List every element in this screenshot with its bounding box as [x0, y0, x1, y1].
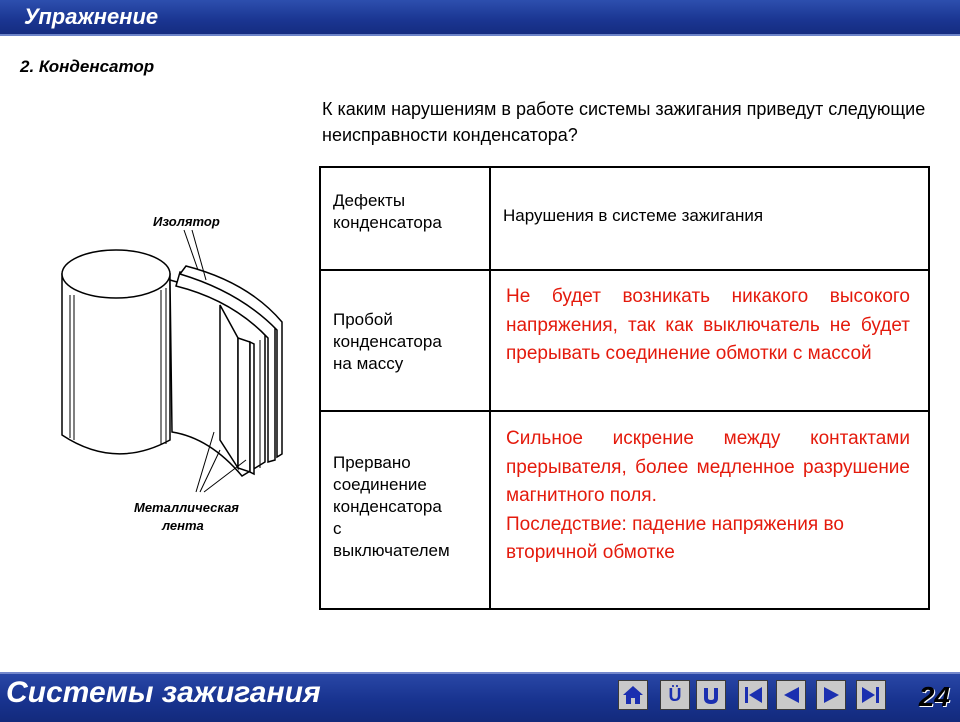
home-icon	[623, 686, 643, 704]
defect-line: конденсатора	[333, 332, 442, 351]
slide-header-title: Упражнение	[24, 4, 159, 29]
page-number: 24	[918, 681, 950, 712]
top-bar	[0, 0, 960, 36]
defect-line: Прервано	[333, 453, 411, 472]
u-button[interactable]: Ü	[660, 680, 690, 710]
return-button[interactable]	[696, 680, 726, 710]
first-slide-icon	[745, 687, 762, 703]
first-slide-button[interactable]	[738, 680, 768, 710]
effect-text: Не будет возникать никакого высокого нап…	[506, 286, 910, 364]
header-defects-cell: Дефекты конденсатора	[319, 166, 491, 271]
header-defects-line: Дефекты	[333, 191, 406, 210]
defect-cell: Прервано соединение конденсатора с выклю…	[319, 410, 491, 610]
effect-cell: Сильное искрение между контактами прерыв…	[489, 410, 930, 610]
u-label: Ü	[668, 684, 682, 705]
footer-title: Системы зажигания	[6, 676, 321, 709]
header-faults-text: Нарушения в системе зажигания	[503, 206, 764, 225]
previous-icon	[784, 687, 799, 703]
defects-table: Дефекты конденсатора Нарушения в системе…	[319, 166, 930, 610]
metal-tape-label-line1: Металлическая	[134, 500, 239, 515]
previous-slide-button[interactable]	[776, 680, 806, 710]
table-row: Пробой конденсатора на массу Не будет во…	[319, 269, 930, 412]
consequence-text: Последствие: падение напряжения во втори…	[506, 513, 844, 564]
return-icon	[704, 688, 718, 704]
next-icon	[824, 687, 839, 703]
defect-line: выключателем	[333, 541, 450, 560]
home-button[interactable]	[618, 680, 648, 710]
insulator-label: Изолятор	[153, 214, 220, 229]
defect-line: с	[333, 519, 342, 538]
defect-line: соединение	[333, 475, 427, 494]
header-faults-cell: Нарушения в системе зажигания	[489, 166, 930, 271]
header-defects-line: конденсатора	[333, 213, 442, 232]
defect-line: на массу	[333, 354, 404, 373]
effect-text: Сильное искрение между контактами прерыв…	[506, 428, 910, 506]
defect-line: Пробой	[333, 310, 393, 329]
capacitor-drawing	[61, 229, 283, 493]
table-header-row: Дефекты конденсатора Нарушения в системе…	[319, 166, 930, 271]
metal-tape-label-line2: лента	[162, 518, 204, 533]
defect-line: конденсатора	[333, 497, 442, 516]
last-slide-icon	[862, 687, 879, 703]
next-slide-button[interactable]	[816, 680, 846, 710]
section-title: 2. Конденсатор	[20, 57, 155, 76]
table-row: Прервано соединение конденсатора с выклю…	[319, 410, 930, 610]
question-text: К каким нарушениям в работе системы зажи…	[322, 99, 926, 145]
capacitor-diagram	[60, 200, 300, 550]
effect-cell: Не будет возникать никакого высокого нап…	[489, 269, 930, 412]
defect-cell: Пробой конденсатора на массу	[319, 269, 491, 412]
last-slide-button[interactable]	[856, 680, 886, 710]
